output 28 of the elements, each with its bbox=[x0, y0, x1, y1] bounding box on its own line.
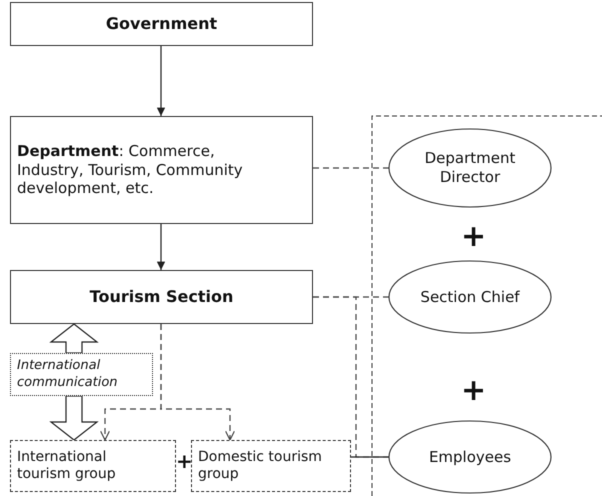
node-label: Domestic tourism group bbox=[198, 448, 323, 484]
node-label: Department: Commerce, Industry, Tourism, Community development, etc. bbox=[17, 142, 244, 198]
plus-sign: + bbox=[461, 376, 486, 406]
arrow bbox=[156, 224, 166, 270]
node-label: Section Chief bbox=[420, 288, 520, 306]
process-box bbox=[10, 440, 176, 492]
arrow bbox=[160, 324, 236, 441]
role-ellipse bbox=[388, 260, 552, 334]
process-box bbox=[10, 270, 313, 324]
connector-line bbox=[313, 167, 389, 169]
node-label: Tourism Section bbox=[90, 287, 234, 307]
block-arrow bbox=[49, 323, 99, 354]
node-label: Department Director bbox=[424, 149, 516, 187]
process-box bbox=[10, 116, 313, 224]
process-box bbox=[10, 2, 313, 46]
node-label: International communication bbox=[17, 358, 119, 391]
arrow bbox=[156, 46, 166, 116]
process-box bbox=[191, 440, 351, 492]
node-label: Employees bbox=[428, 448, 512, 466]
process-box bbox=[10, 353, 153, 396]
plus-sign: + bbox=[176, 451, 193, 471]
connector-line bbox=[351, 456, 389, 458]
role-ellipse bbox=[388, 420, 552, 494]
node-label: Government bbox=[106, 14, 218, 34]
role-ellipse bbox=[388, 128, 552, 208]
block-arrow bbox=[49, 395, 99, 441]
node-label: International tourism group bbox=[17, 448, 117, 484]
plus-sign: + bbox=[461, 222, 486, 252]
